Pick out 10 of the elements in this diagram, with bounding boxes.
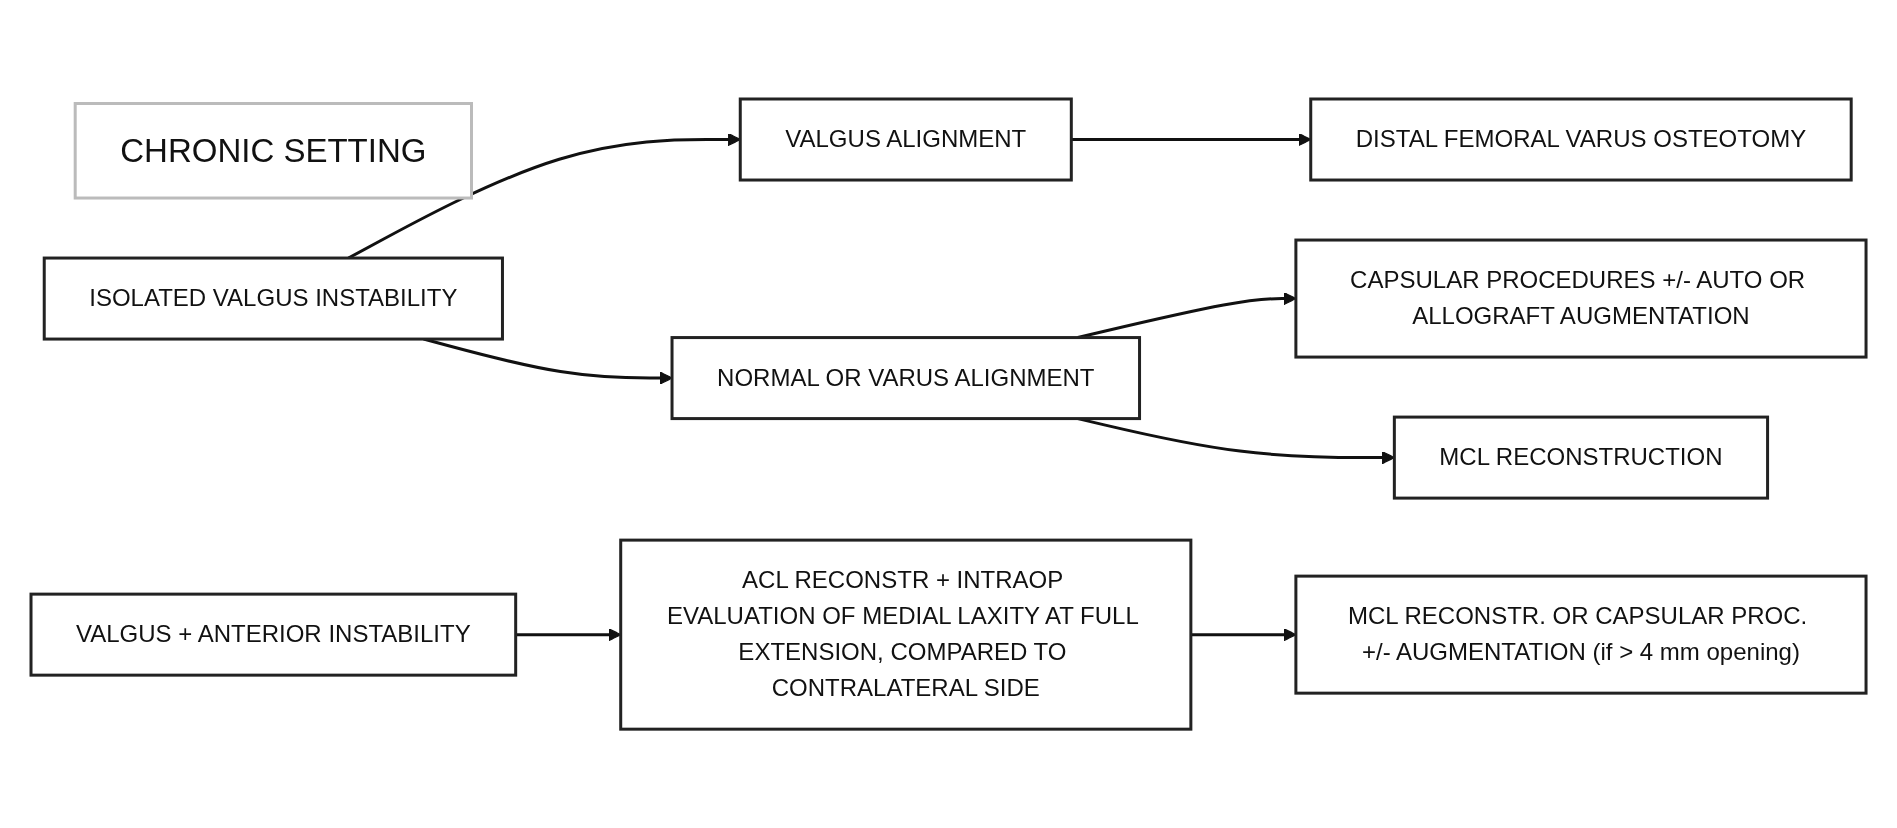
node-box: ISOLATED VALGUS INSTABILITY	[42, 256, 504, 341]
node-box: VALGUS + ANTERIOR INSTABILITY	[29, 592, 518, 677]
node-box: CAPSULAR PROCEDURES +/- AUTO OR ALLOGRAFT AUGMENTATION	[1294, 238, 1868, 359]
node-box: NORMAL OR VARUS ALIGNMENT	[670, 335, 1141, 420]
node-box: CHRONIC SETTING	[73, 101, 473, 200]
node-box: VALGUS ALIGNMENT	[738, 97, 1073, 182]
node-box: ACL RECONSTR + INTRAOP EVALUATION OF MEDIAL LAXITY AT FULL EXTENSION, COMPARED TO CONTRALATERAL SIDE	[619, 538, 1193, 731]
node-box: MCL RECONSTR. OR CAPSULAR PROC. +/- AUGMENTATION (if > 4 mm opening)	[1294, 574, 1868, 695]
node-box: MCL RECONSTRUCTION	[1392, 415, 1770, 500]
node-box: DISTAL FEMORAL VARUS OSTEOTOMY	[1309, 97, 1853, 182]
